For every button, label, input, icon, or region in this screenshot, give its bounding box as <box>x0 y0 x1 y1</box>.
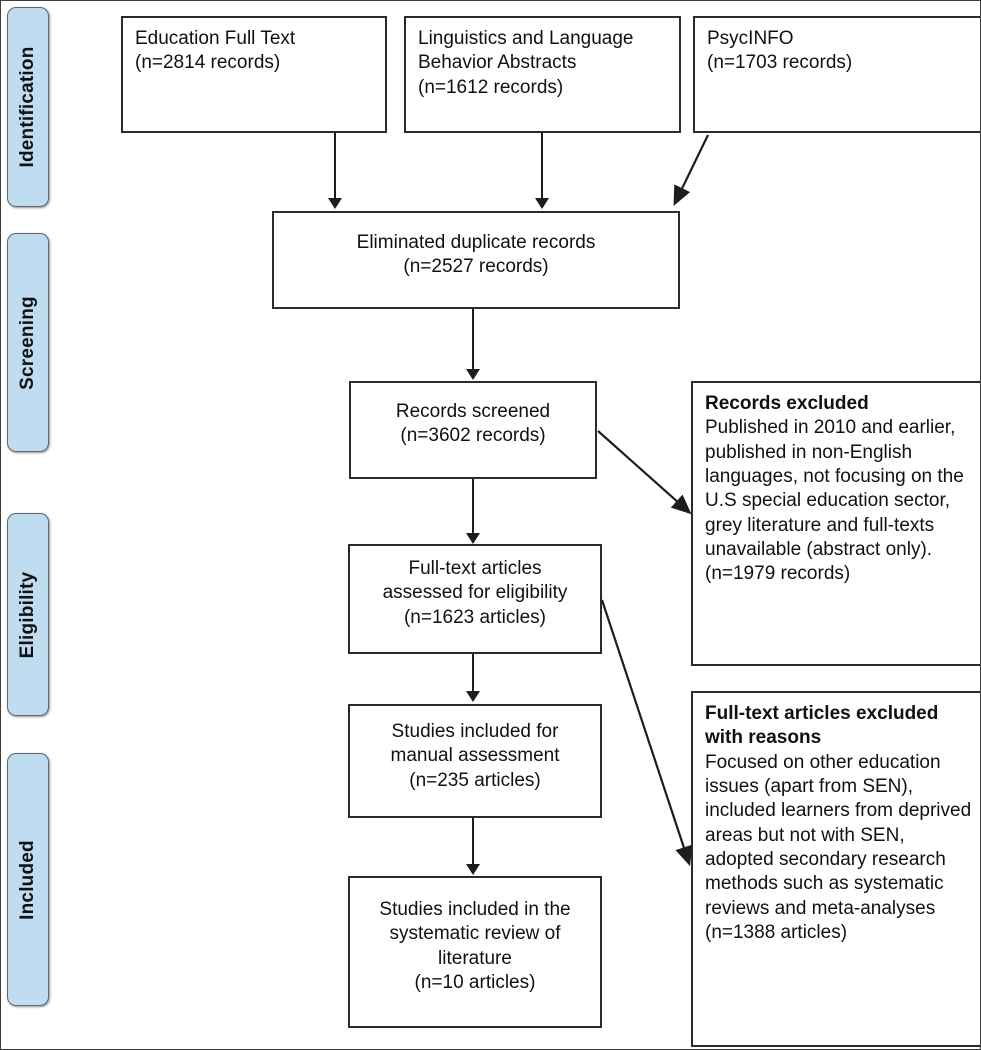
box-fulltext-excluded: Full-text articles excluded with reasons… <box>691 691 980 1047</box>
records-excluded-count: (n=1979 records) <box>705 563 851 585</box>
screened-line-2: (n=3602 records) <box>400 425 546 447</box>
source-count-psycinfo: (n=1703 records) <box>707 52 853 74</box>
fulltext-assessed-line-3: (n=1623 articles) <box>403 606 547 628</box>
records-excluded-heading: Records excluded <box>705 393 869 414</box>
source-box-psycinfo: PsycINFO (n=1703 records) <box>693 16 980 133</box>
source-box-llba: Linguistics and Language Behavior Abstra… <box>404 16 681 133</box>
manual-assessment-line-1: Studies included for <box>391 721 559 742</box>
arrow-head-fulltext-to-manual <box>466 691 480 702</box>
duplicates-line-2: (n=2527 records) <box>403 256 549 278</box>
records-excluded-reasons: Published in 2010 and earlier, published… <box>705 417 964 560</box>
stage-tab-identification: Identification <box>7 7 49 207</box>
arrow-fulltext-to-fulltext-excluded <box>599 597 699 873</box>
fulltext-excluded-heading: Full-text articles excluded with reasons <box>705 703 939 749</box>
duplicates-line-1: Eliminated duplicate records <box>356 232 596 253</box>
box-manual-assessment: Studies included for manual assessment (… <box>348 704 602 818</box>
stage-label-screening: Screening <box>17 295 38 390</box>
fulltext-assessed-line-2: assessed for eligibility <box>382 582 568 604</box>
stage-tab-included: Included <box>7 753 49 1006</box>
arrow-screened-to-records-excluded <box>595 427 699 521</box>
stage-tab-eligibility: Eligibility <box>7 513 49 716</box>
final-included-line-2: systematic review of <box>389 923 561 945</box>
arrow-line-education-to-duplicates <box>334 133 336 199</box>
final-included-line-1: Studies included in the <box>379 899 571 920</box>
source-name-education-full-text: Education Full Text <box>135 28 296 49</box>
arrow-line-screened-to-fulltext <box>472 479 474 534</box>
manual-assessment-line-2: manual assessment <box>390 745 560 767</box>
stage-label-identification: Identification <box>17 46 38 168</box>
box-fulltext-assessed: Full-text articles assessed for eligibil… <box>348 544 602 654</box>
box-records-excluded: Records excluded Published in 2010 and e… <box>691 381 980 666</box>
final-included-line-4: (n=10 articles) <box>414 971 536 993</box>
arrow-head-llba-to-duplicates <box>535 198 549 209</box>
source-count-education-full-text: (n=2814 records) <box>135 52 281 74</box>
arrow-head-manual-to-final <box>466 864 480 875</box>
fulltext-excluded-reasons: Focused on other education issues (apart… <box>705 751 972 919</box>
source-count-llba: (n=1612 records) <box>418 76 564 98</box>
box-eliminated-duplicate-records: Eliminated duplicate records (n=2527 rec… <box>272 211 680 309</box>
final-included-line-3: literature <box>438 947 512 969</box>
source-name-psycinfo: PsycINFO <box>707 28 794 49</box>
arrow-line-manual-to-final <box>472 818 474 865</box>
fulltext-excluded-count: (n=1388 articles) <box>705 921 848 943</box>
stage-tab-screening: Screening <box>7 233 49 452</box>
arrow-line-llba-to-duplicates <box>541 133 543 199</box>
source-name-llba: Linguistics and Language Behavior Abstra… <box>418 28 634 74</box>
box-final-included: Studies included in the systematic revie… <box>348 876 602 1028</box>
arrow-psycinfo-to-duplicates <box>661 131 721 216</box>
arrow-head-education-to-duplicates <box>328 198 342 209</box>
arrow-line-duplicates-to-screened <box>472 309 474 370</box>
fulltext-assessed-line-1: Full-text articles <box>408 558 542 579</box>
arrow-head-screened-to-fulltext <box>466 533 480 544</box>
stage-label-included: Included <box>17 839 38 920</box>
box-records-screened: Records screened (n=3602 records) <box>349 381 597 479</box>
arrow-head-duplicates-to-screened <box>466 369 480 380</box>
screened-line-1: Records screened <box>395 401 551 422</box>
manual-assessment-line-3: (n=235 articles) <box>409 769 541 791</box>
source-box-education-full-text: Education Full Text (n=2814 records) <box>121 16 387 133</box>
arrow-line-fulltext-to-manual <box>472 654 474 692</box>
stage-label-eligibility: Eligibility <box>17 571 38 658</box>
